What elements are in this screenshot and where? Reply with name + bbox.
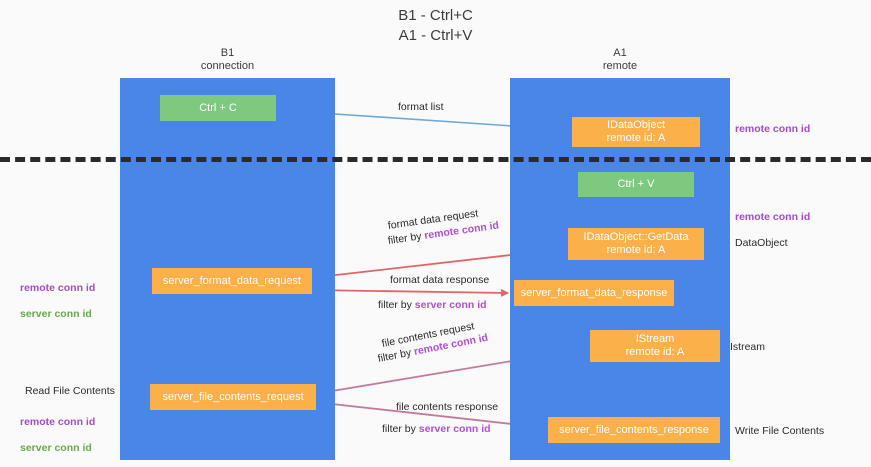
annotation-istream: Istream (730, 341, 766, 353)
edge-label-format-data-response: format data response (390, 274, 490, 286)
filter-prefix: filter by (382, 423, 419, 435)
filter-prefix: filter by (378, 299, 415, 311)
annotation-server-conn-id-left-bottom: server conn id (20, 442, 92, 454)
annotation-read-file-contents: Read File Contents (25, 385, 115, 397)
page-title: B1 - Ctrl+C A1 - Ctrl+V (398, 7, 473, 44)
edge-label-format-data-response-filter: filter by server conn id (378, 299, 487, 312)
edge-label-file-contents-response-filter: filter by server conn id (382, 423, 491, 436)
arrow-format-data-response (309, 288, 509, 297)
filter-key-server-conn-id: server conn id (414, 299, 487, 311)
column-header-b1: B1 connection (200, 47, 255, 72)
annotation-write-file-contents: Write File Contents (735, 425, 825, 437)
node-ctrl-v[interactable]: Ctrl + V (578, 172, 694, 197)
annotation-conn-ids-bottom: remote conn id server conn id (20, 403, 95, 467)
node-server-format-data-request[interactable]: server_format_data_request (152, 268, 312, 294)
node-idataobject-getdata[interactable]: IDataObject::GetData remote id: A (568, 228, 704, 260)
annotation-remote-conn-id-mid: remote conn id (735, 211, 811, 223)
edge-label-format-list: format list (398, 101, 444, 113)
annotation-remote-conn-id-left-mid: remote conn id (20, 282, 96, 294)
node-server-file-contents-response[interactable]: server_file_contents_response (548, 417, 720, 443)
filter-key-server-conn-id: server conn id (418, 423, 491, 435)
annotation-remote-conn-id-top: remote conn id (735, 123, 811, 135)
node-server-format-data-response[interactable]: server_format_data_response (514, 280, 674, 306)
node-istream[interactable]: IStream remote id: A (590, 330, 720, 362)
phase-divider (0, 157, 871, 162)
annotation-server-conn-id-left-mid: server conn id (20, 308, 92, 320)
annotation-remote-conn-id-left-bottom: remote conn id (20, 416, 96, 428)
column-header-a1: A1 remote (602, 47, 638, 72)
node-server-file-contents-request[interactable]: server_file_contents_request (150, 384, 316, 410)
annotation-dataobject: DataObject (735, 237, 788, 249)
node-idataobject-remote[interactable]: IDataObject remote id: A (572, 117, 700, 147)
annotation-conn-ids-mid: remote conn id server conn id (20, 269, 95, 334)
node-ctrl-c[interactable]: Ctrl + C (160, 95, 276, 121)
filter-prefix: filter by (387, 229, 426, 247)
edge-label-file-contents-response: file contents response (396, 401, 499, 413)
